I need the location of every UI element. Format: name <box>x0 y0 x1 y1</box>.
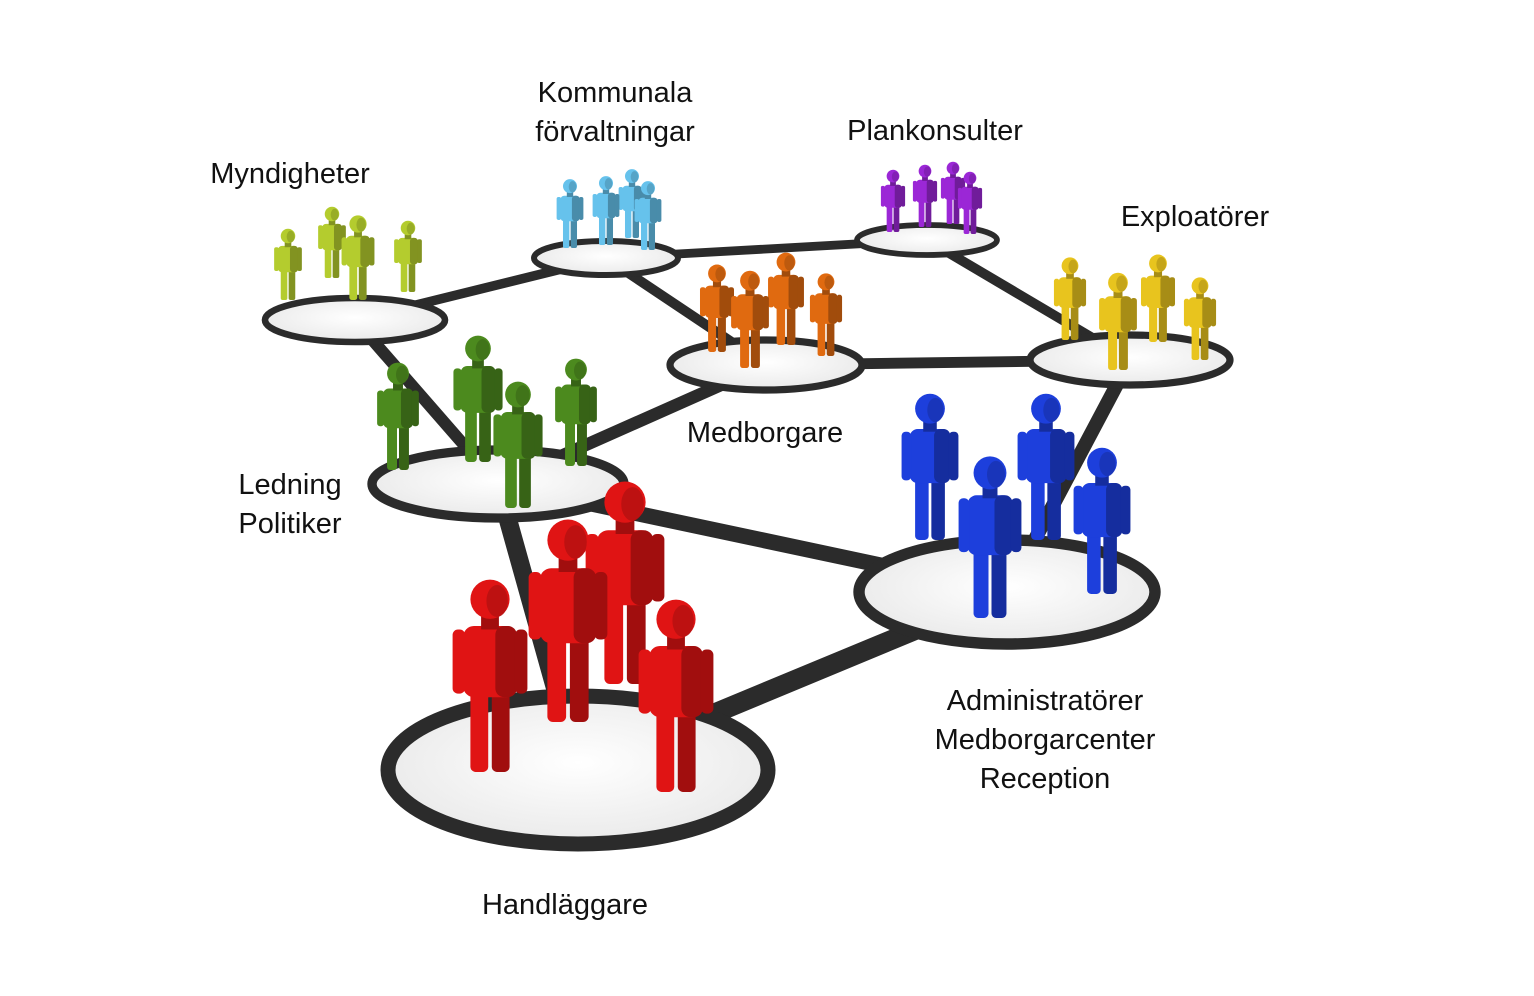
person-figure-administratorer-1 <box>901 393 959 540</box>
person-figure-plankonsulter-3 <box>880 169 906 232</box>
label-handlaggare: Handläggare <box>481 889 649 921</box>
person-figure-ledning-4 <box>493 381 543 508</box>
label-medborgare: Medborgare <box>686 417 844 449</box>
person-figure-medborgare-3 <box>809 273 843 356</box>
person-figure-kommunala-2 <box>592 176 620 245</box>
person-figure-plankonsulter-4 <box>957 171 983 234</box>
person-figure-ledning-2 <box>555 358 597 466</box>
platform-myndigheter <box>261 294 449 346</box>
person-figure-exploatorer-4 <box>1099 272 1137 370</box>
label-kommunala-forvaltningar: Kommunala förvaltningar <box>535 77 695 148</box>
person-figure-myndigheter-3 <box>274 228 302 300</box>
person-figure-handlaggare-2 <box>528 519 608 722</box>
person-figure-administratorer-4 <box>958 456 1022 618</box>
label-myndigheter: Myndigheter <box>210 158 370 190</box>
person-figure-administratorer-3 <box>1073 447 1131 594</box>
person-figure-exploatorer-3 <box>1183 277 1217 360</box>
person-figure-exploatorer-1 <box>1053 257 1087 340</box>
person-figure-kommunala-3 <box>556 179 584 248</box>
label-exploatorer: Exploatörer <box>1120 201 1270 233</box>
platform-exploatorer <box>1026 331 1234 389</box>
person-figure-medborgare-2 <box>699 264 735 352</box>
platform-kommunala <box>531 238 681 278</box>
person-figure-kommunala-4 <box>634 181 662 250</box>
people-figures <box>274 161 1217 792</box>
person-figure-ledning-1 <box>453 335 503 462</box>
person-figure-administratorer-2 <box>1017 393 1075 540</box>
person-figure-medborgare-4 <box>731 270 769 368</box>
person-figure-myndigheter-4 <box>341 215 375 300</box>
person-figure-medborgare-1 <box>768 252 804 345</box>
person-figure-plankonsulter-2 <box>912 164 938 227</box>
label-plankonsulter: Plankonsulter <box>847 115 1023 147</box>
person-figure-myndigheter-1 <box>318 206 346 278</box>
platform-medborgare <box>666 336 866 394</box>
label-ledning-politiker: Ledning Politiker <box>238 469 342 540</box>
person-figure-ledning-3 <box>377 362 419 470</box>
person-figure-exploatorer-2 <box>1140 254 1176 342</box>
label-administratorer: Administratörer Medborgarcenter Receptio… <box>934 685 1156 795</box>
person-figure-handlaggare-1 <box>585 481 665 684</box>
person-figure-handlaggare-4 <box>638 599 714 792</box>
person-figure-handlaggare-3 <box>452 579 528 772</box>
person-figure-myndigheter-2 <box>394 220 422 292</box>
